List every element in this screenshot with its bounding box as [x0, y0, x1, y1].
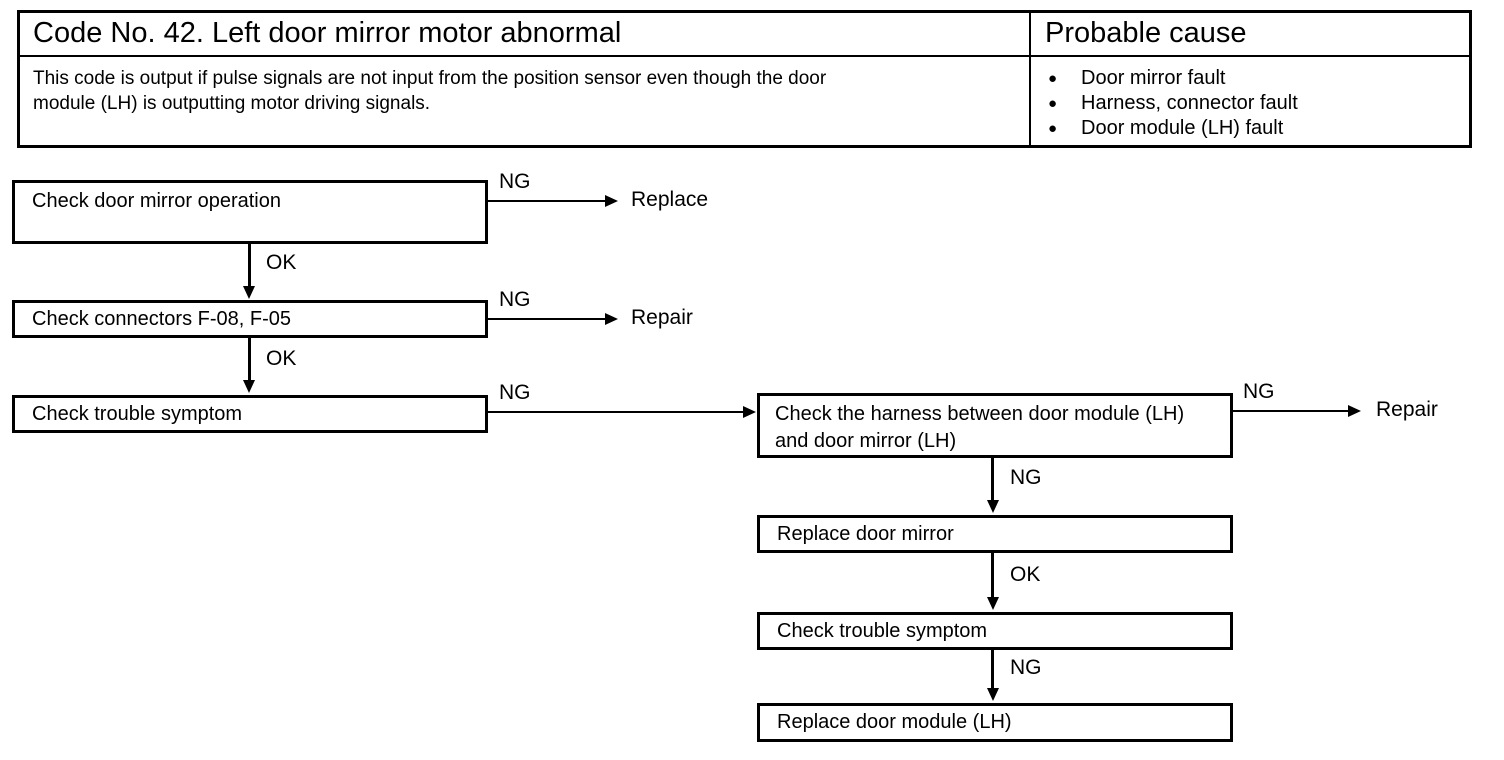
flow-box-replace-door-module: Replace door module (LH) — [757, 703, 1233, 742]
bullet-icon: ● — [1048, 95, 1058, 112]
arrow-line-ok-down — [248, 338, 251, 382]
header-table: Code No. 42. Left door mirror motor abno… — [17, 10, 1472, 148]
probable-cause-item: ● Harness, connector fault — [1048, 91, 1469, 116]
arrow-head-down-icon — [243, 380, 255, 393]
arrow-line-ok-down — [248, 244, 251, 288]
arrow-line-ng-down — [991, 458, 994, 502]
probable-cause-text: Door mirror fault — [1081, 67, 1226, 89]
flow-box-check-trouble-symptom-2: Check trouble symptom — [757, 612, 1233, 650]
edge-label-ng: NG — [499, 288, 531, 311]
probable-cause-title: Probable cause — [1031, 13, 1469, 57]
edge-label-ng: NG — [1010, 656, 1042, 679]
code-title: Code No. 42. Left door mirror motor abno… — [20, 13, 1031, 57]
probable-cause-text: Harness, connector fault — [1081, 92, 1298, 114]
edge-label-ng: NG — [1243, 380, 1275, 403]
flow-box-check-connectors: Check connectors F-08, F-05 — [12, 300, 488, 338]
arrow-line-ng-repair-2 — [1232, 410, 1350, 412]
flow-box-replace-door-mirror: Replace door mirror — [757, 515, 1233, 553]
arrow-line-ng-replace — [487, 200, 607, 202]
arrow-line-ng-to-harness — [487, 411, 745, 413]
code-description-line-1: This code is output if pulse signals are… — [33, 68, 827, 89]
probable-cause-item: ● Door mirror fault — [1048, 66, 1469, 91]
arrow-line-ok-down — [991, 553, 994, 599]
arrow-head-right-icon — [743, 406, 756, 418]
flow-box-check-harness: Check the harness between door module (L… — [757, 393, 1233, 458]
result-replace: Replace — [631, 188, 709, 211]
edge-label-ok: OK — [266, 251, 297, 274]
flow-box-check-door-mirror-operation: Check door mirror operation — [12, 180, 488, 244]
arrow-head-right-icon — [1348, 405, 1361, 417]
arrow-head-right-icon — [605, 195, 618, 207]
probable-cause-text: Door module (LH) fault — [1081, 117, 1284, 139]
arrow-head-down-icon — [987, 597, 999, 610]
arrow-line-ng-repair — [487, 318, 607, 320]
probable-cause-item: ● Door module (LH) fault — [1048, 116, 1469, 141]
edge-label-ng: NG — [1010, 466, 1042, 489]
arrow-head-down-icon — [243, 286, 255, 299]
result-repair: Repair — [1376, 398, 1438, 421]
edge-label-ng: NG — [499, 381, 531, 404]
arrow-line-ng-down — [991, 650, 994, 690]
arrow-head-right-icon — [605, 313, 618, 325]
bullet-icon: ● — [1048, 70, 1058, 87]
bullet-icon: ● — [1048, 120, 1058, 137]
probable-cause-list: ● Door mirror fault ● Harness, connector… — [1031, 57, 1469, 145]
arrow-head-down-icon — [987, 500, 999, 513]
result-repair: Repair — [631, 306, 693, 329]
code-description: This code is output if pulse signals are… — [20, 57, 1031, 145]
edge-label-ok: OK — [266, 347, 297, 370]
code-description-line-2: module (LH) is outputting motor driving … — [33, 93, 431, 114]
edge-label-ng: NG — [499, 170, 531, 193]
flow-box-check-trouble-symptom-1: Check trouble symptom — [12, 395, 488, 433]
edge-label-ok: OK — [1010, 563, 1041, 586]
arrow-head-down-icon — [987, 688, 999, 701]
